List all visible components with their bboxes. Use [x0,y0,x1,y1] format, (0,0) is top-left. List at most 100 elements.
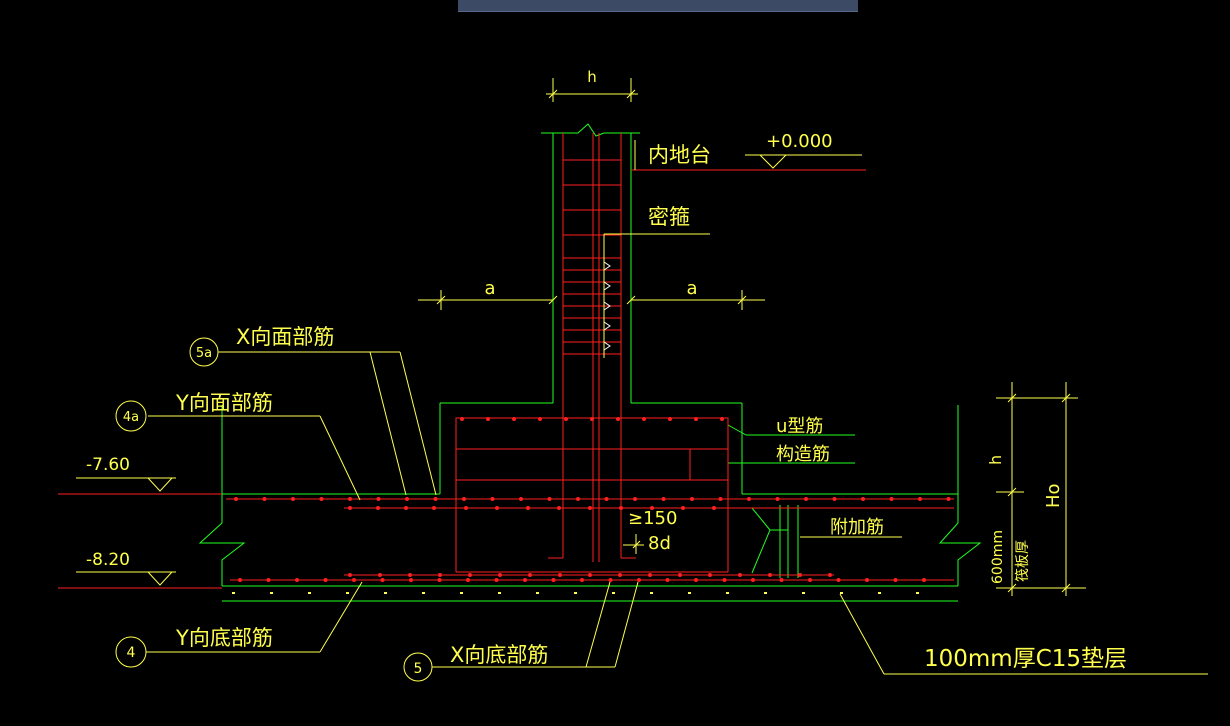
rebar-dot [946,497,951,501]
dim-ho: Ho [1043,483,1064,508]
tag-5a: 5a [196,346,212,361]
rebar-dot [832,497,837,501]
rebar-dot [348,497,352,501]
rebar-dot [747,497,751,501]
rebar-dot [678,573,682,577]
rebar-dot [633,497,637,501]
rebar-dot [462,497,466,501]
rebar-dot [558,573,562,577]
rebar-dot [523,578,527,582]
annotations: h +0.000 内地台 密箍 a a 5a X向面部筋 4a Y向面部筋 -7… [86,68,1127,677]
rebar-dot [648,573,652,577]
hatch-mark [422,592,425,594]
cushion-label: 100mm厚C15垫层 [924,646,1127,672]
rebar-dot [576,497,580,501]
rebar-dot [512,417,516,421]
rebar-dot [751,578,755,582]
rebar-dot [460,417,464,421]
rebar-dot [498,573,502,577]
hatch-mark [498,592,501,594]
rebar-dot [557,506,561,510]
rebar-dot [618,573,622,577]
hatch-mark [612,592,615,594]
rebar-dot [619,506,623,510]
rebar-dot [590,417,594,421]
hatch-mark [802,592,805,594]
y-bottom-rebar-label: Y向底部筋 [175,626,273,650]
rebar-dot [642,417,646,421]
rebar-dot [528,573,532,577]
rebar-dot [768,573,772,577]
dim-600-label: 600mm [990,530,1006,584]
hatch-mark [688,592,691,594]
eight-d-label: 8d [648,533,671,554]
rebar-dot [712,506,716,510]
rebar-dot [490,497,495,501]
window-title-bar [458,0,858,12]
rebar-dot [266,578,271,582]
stirrup-hooks [603,261,611,351]
hatch-mark [916,592,919,594]
hatch-mark [878,592,881,594]
hatch-mark [650,592,653,594]
rebar-dot [720,417,724,421]
rebar-dot [404,506,408,510]
hatch-mark [460,592,463,594]
hatch-mark [346,592,349,594]
level-760-label: -7.60 [86,455,130,475]
rebar-dot [588,573,592,577]
hatch-mark [232,592,235,594]
x-top-rebar-label: X向面部筋 [236,325,334,349]
rebar-dot [694,417,698,421]
rebar-dot [295,578,299,582]
rebar-dot [893,578,898,582]
rebar-dot [526,506,530,510]
rebar-dot [779,578,784,582]
rebar-dot [408,573,412,577]
rebar-dot [551,578,556,582]
hatch-mark [384,592,387,594]
rebar-dot [650,506,654,510]
rebar-dot [808,578,812,582]
rebar-dot [668,417,672,421]
x-bottom-rebar-label: X向底部筋 [450,643,548,667]
rebar-dot [495,506,499,510]
rebar-dot [486,417,490,421]
rebar-dot [588,506,592,510]
hatch-mark [270,592,273,594]
rebar-dot [804,497,808,501]
dim-h-top: h [587,68,597,86]
rebar-dot [608,578,613,582]
level-820-label: -8.20 [86,550,130,570]
rebar-dot [494,578,499,582]
rebar-dot [661,497,666,501]
rebar-dot [291,497,295,501]
rebar-dot [409,578,413,582]
rebar-dot [828,573,832,577]
rebar-dot [708,573,712,577]
raft-thick-label: 筏板厚 [1014,540,1031,582]
rebar-dot [738,573,742,577]
rebar-dot [604,497,609,501]
dense-stirrup-label: 密箍 [648,205,690,229]
rebar-dot [348,573,352,577]
construct-rebar-label: 构造筋 [776,444,830,465]
extra-rebar-label: 附加筋 [830,517,884,538]
rebar-dot [775,497,780,501]
y-top-rebar-label: Y向面部筋 [175,391,273,415]
tag-5: 5 [414,661,423,677]
rebar-dot [538,417,542,421]
rebar-dot [580,578,584,582]
dim-a-right: a [686,278,697,299]
rebar-dot [464,506,468,510]
rebar-dot [348,506,352,510]
annotation-lines [76,78,1208,682]
hatch-mark [308,592,311,594]
rebar-dot [319,497,324,501]
hatch-mark [726,592,729,594]
hatch-mark [536,592,539,594]
rebar-dot [718,497,723,501]
rebar-dot [437,578,442,582]
